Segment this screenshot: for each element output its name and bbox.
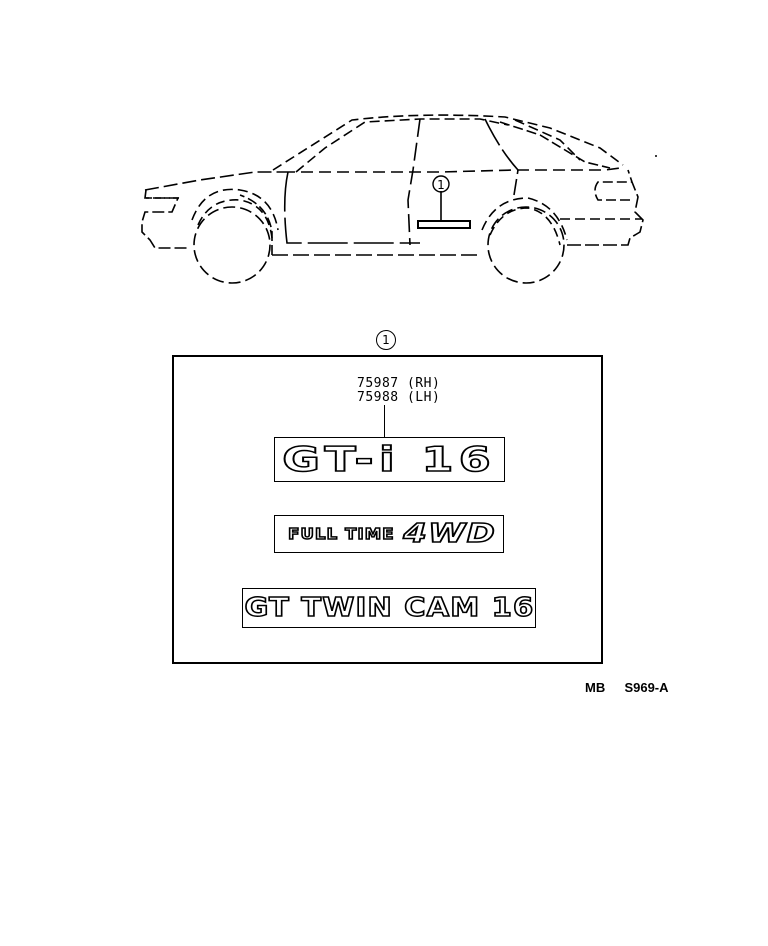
roof-line — [272, 114, 624, 171]
tail-light — [594, 181, 632, 201]
front-wheel-arch-outer — [191, 188, 279, 231]
front-wheel-arch-inner — [197, 199, 273, 239]
part-numbers-label: 75987 (RH) 75988 (LH) — [357, 376, 441, 405]
rear-wheel-arch-inner — [489, 207, 561, 246]
badge-gti16: GT-i 16 — [274, 437, 505, 482]
b-pillar — [407, 118, 421, 246]
badge-gt-twincam16-text: GT TWIN CAM 16 — [243, 592, 534, 624]
rear-quarter — [567, 169, 644, 246]
rear-wheel — [487, 206, 565, 284]
part-number-leader-line — [384, 405, 385, 438]
badge-fulltime-text: FULL TIME — [287, 524, 395, 544]
stray-mark — [655, 155, 657, 157]
rear-door — [484, 118, 519, 196]
callout-circle — [432, 175, 450, 193]
callout-number: 1 — [437, 178, 445, 192]
badge-fulltime-4wd: FULL TIME 4WD — [274, 515, 504, 553]
belt-line — [283, 167, 621, 173]
diagram-reference-code: MB S969-A — [585, 680, 669, 695]
front-door — [283, 171, 420, 244]
hood-line — [144, 171, 283, 191]
front-bumper — [141, 189, 190, 249]
front-wheel — [193, 206, 271, 284]
front-fender-lower — [239, 194, 273, 255]
badge-4wd-text: 4WD — [402, 518, 496, 550]
rear-window-frame — [499, 121, 611, 169]
window-frame — [295, 118, 509, 173]
badge-gt-twincam16: GT TWIN CAM 16 — [242, 588, 536, 628]
badge-gti16-text: GT-i 16 — [282, 439, 497, 481]
rear-wheel-arch-outer — [481, 197, 568, 241]
door-emblem-location — [417, 220, 471, 229]
callout-1-panel: 1 — [376, 330, 396, 350]
car-side-view-illustration: 1 — [141, 114, 657, 284]
rear-window-inner — [514, 119, 581, 161]
emblem-parts-panel — [172, 355, 603, 664]
